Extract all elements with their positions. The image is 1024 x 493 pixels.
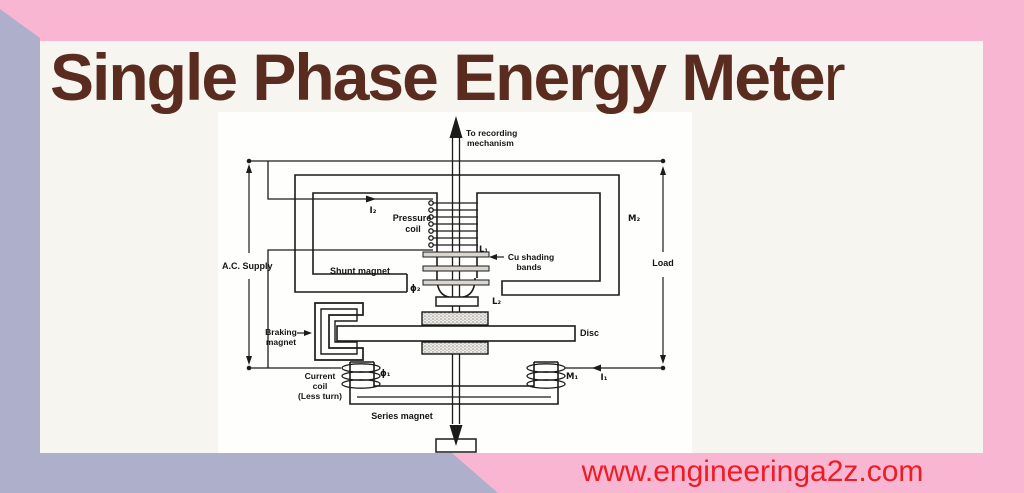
- label-m2: M₂: [628, 214, 640, 224]
- label-to-recording-line1: To recording: [466, 128, 517, 138]
- label-braking-line1: Braking: [265, 327, 297, 337]
- braking-magnet: [314, 302, 364, 361]
- label-i2: I₂: [370, 206, 377, 216]
- series-magnet: [349, 361, 559, 405]
- supply-wires: [249, 160, 663, 369]
- spindle-bottom-arrow: [449, 425, 463, 446]
- terminal-dots: [246, 158, 666, 371]
- label-phi2: ϕ₂: [410, 284, 421, 294]
- label-disc: Disc: [580, 328, 599, 338]
- disc: [336, 325, 576, 342]
- label-to-recording-line2: mechanism: [467, 138, 514, 148]
- page-title-main: Single Phase Energy Mete: [50, 40, 826, 114]
- label-pressure-line1: Pressure: [393, 213, 432, 223]
- label-ac-supply: A.C. Supply: [222, 261, 273, 271]
- cu-shading-bands: [422, 251, 490, 286]
- label-m1: M₁: [566, 372, 578, 382]
- current-coil-winding: [341, 363, 566, 389]
- label-series-magnet: Series magnet: [371, 411, 433, 421]
- braking-magnet-pointer: [297, 330, 312, 336]
- label-pressure-line2: coil: [405, 224, 421, 234]
- lower-pole-block: [421, 341, 489, 355]
- load-dimension: [660, 166, 666, 364]
- label-cu-line1: Cu shading: [508, 252, 554, 262]
- corner-accent-lavender: [0, 9, 40, 493]
- label-current-line3: (Less turn): [298, 391, 342, 401]
- label-l2: L₂: [492, 297, 501, 307]
- bottom-band-lavender: www.engineeringa2z.com: [0, 453, 1024, 493]
- bottom-band-pink: www.engineeringa2z.com: [452, 453, 1024, 493]
- label-l1: L₁: [479, 245, 488, 255]
- upper-pole-block: [421, 311, 489, 326]
- page-title: Single Phase Energy Meter: [50, 43, 980, 111]
- pressure-coil-winding: [428, 200, 478, 248]
- label-current-line2: coil: [313, 381, 328, 391]
- ac-supply-dimension: [246, 164, 252, 365]
- label-phi1: ϕ₁: [380, 369, 391, 379]
- website-watermark: www.engineeringa2z.com: [581, 455, 924, 488]
- label-i1: I₁: [601, 373, 608, 383]
- current-direction-arrows: [366, 195, 601, 372]
- spindle-top-arrow: [449, 116, 463, 138]
- label-cu-line2: bands: [516, 262, 541, 272]
- label-shunt-magnet: Shunt magnet: [330, 266, 390, 276]
- label-load: Load: [652, 258, 674, 268]
- cu-bands-pointer: [489, 254, 504, 260]
- label-braking-line2: magnet: [266, 337, 296, 347]
- page-title-tail: r: [823, 40, 846, 114]
- shunt-pole-piece: [435, 296, 479, 307]
- label-current-line1: Current: [305, 371, 336, 381]
